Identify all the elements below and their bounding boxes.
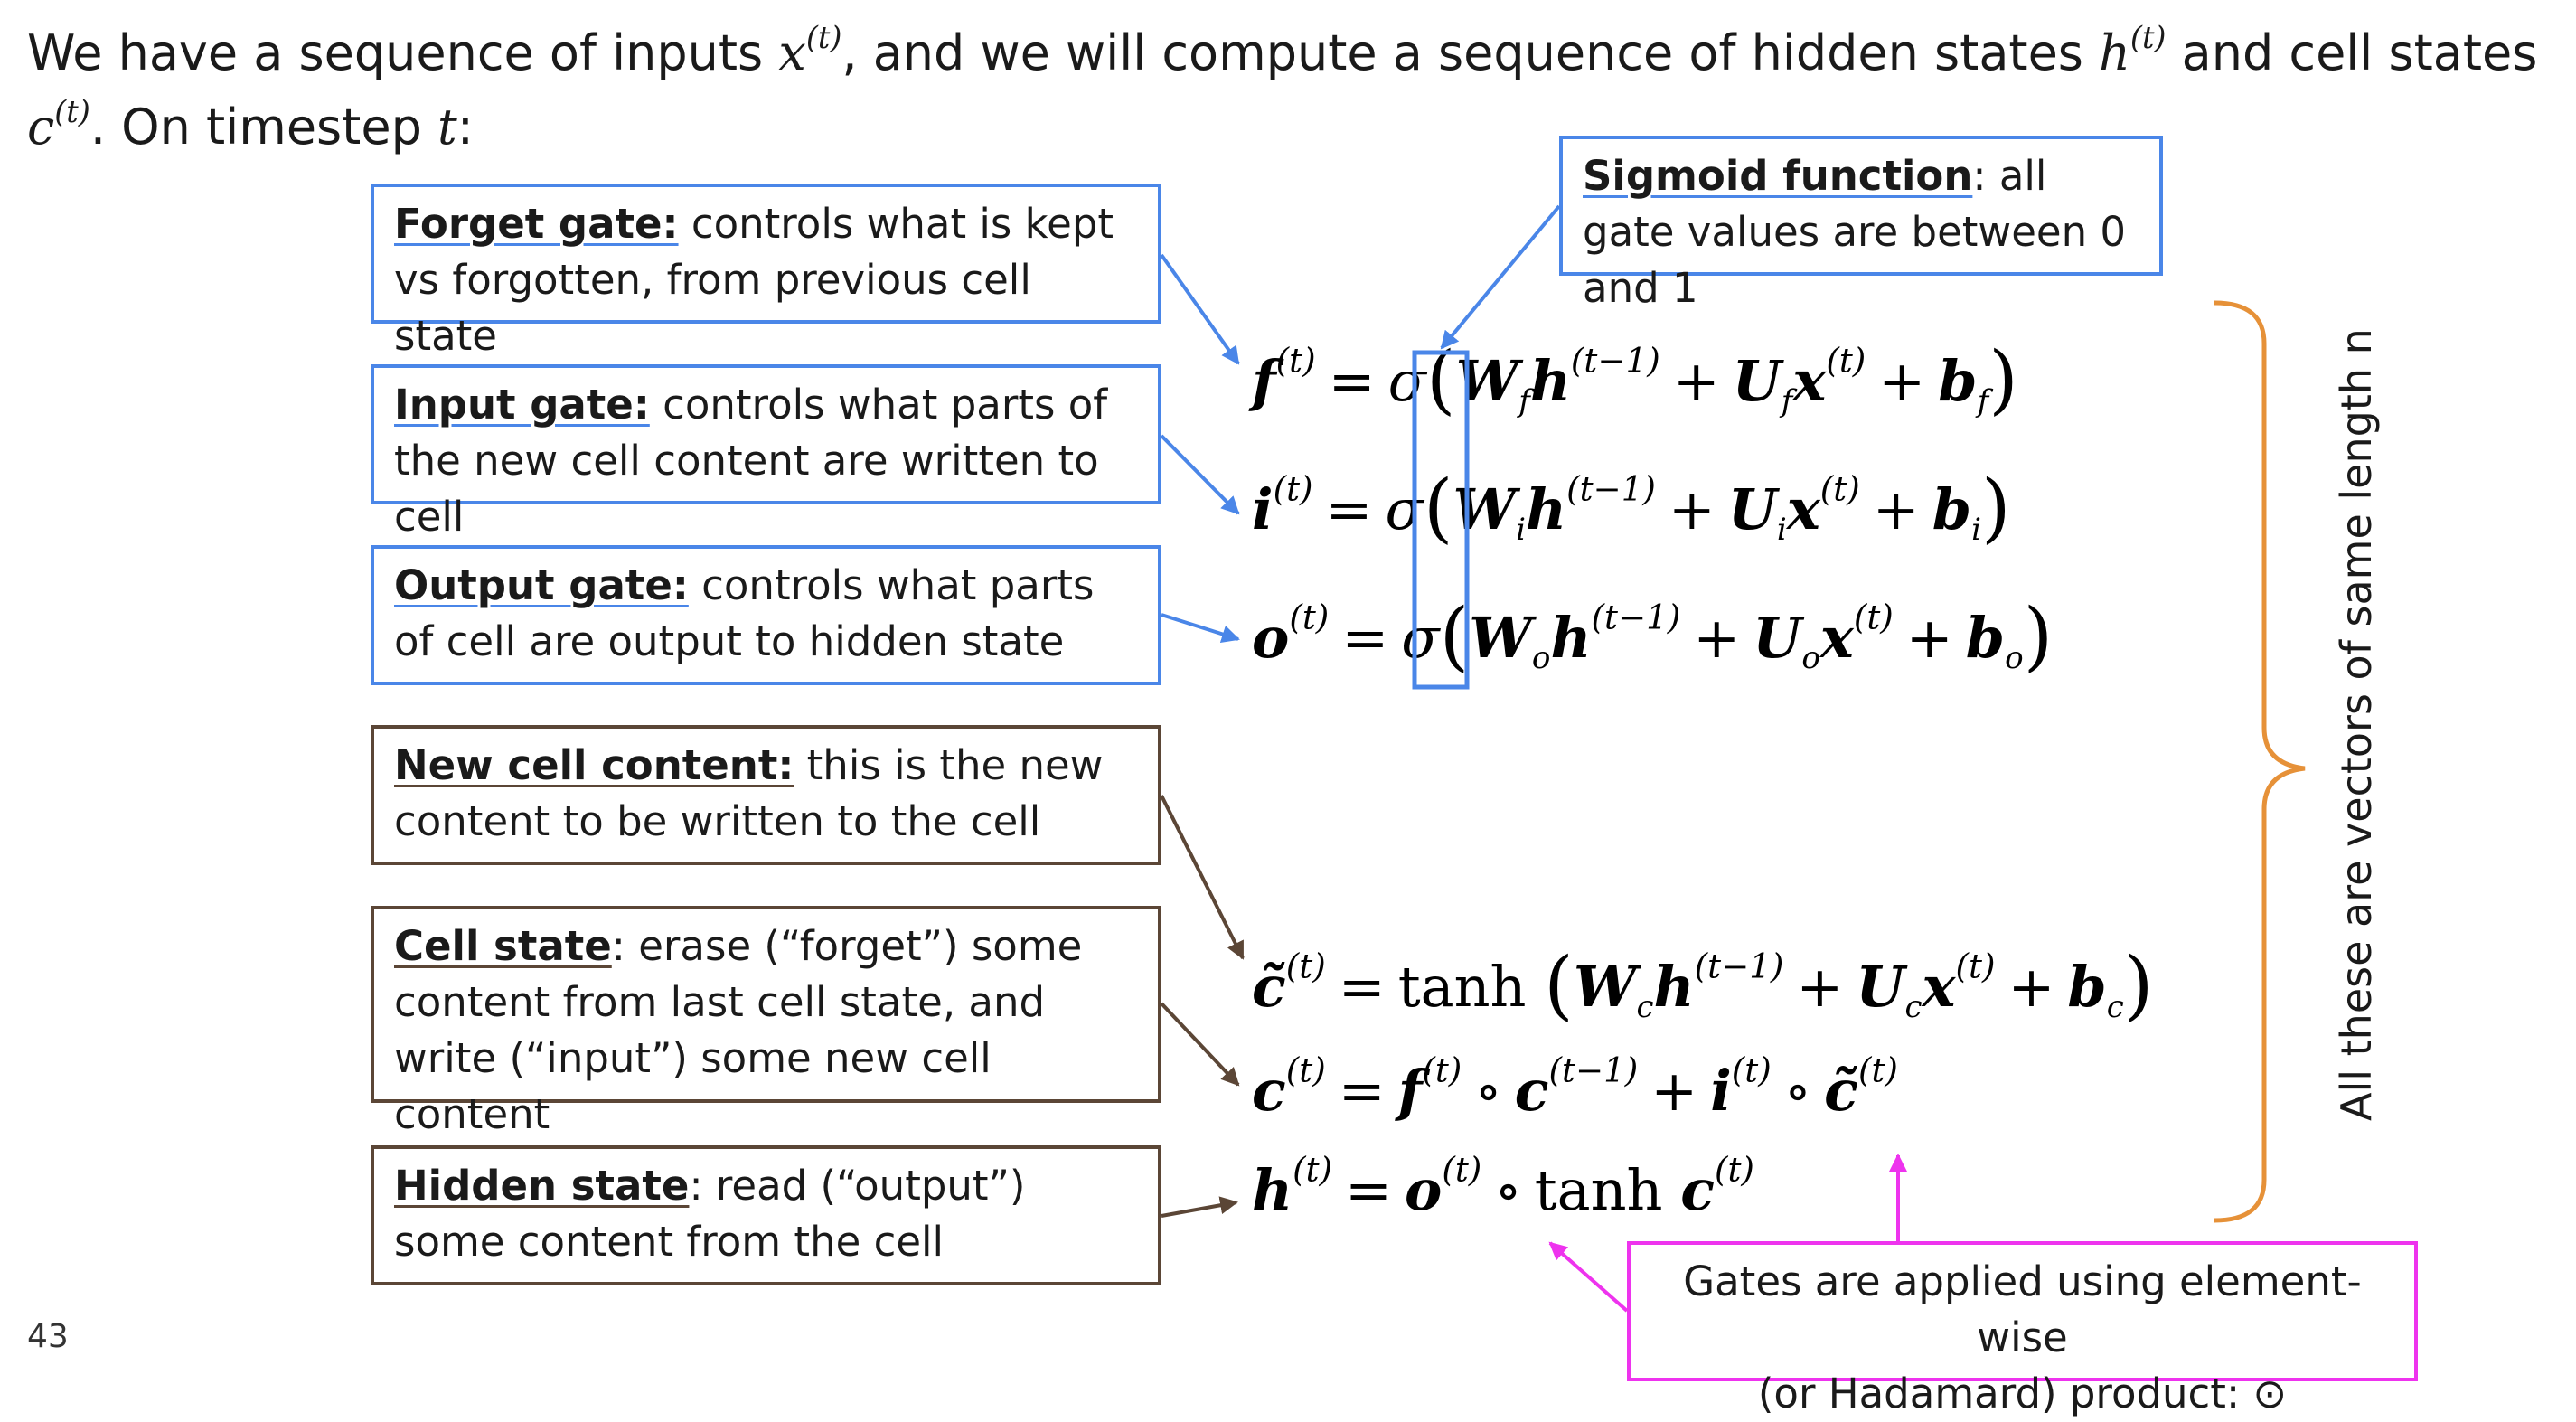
input-gate-box: Input gate: controls what parts of the n…	[371, 364, 1161, 541]
equation-forget-gate: f(t)=σ(Wfh(t−1)+Ufx(t)+bf)	[1252, 334, 2018, 424]
var-c: c	[27, 99, 55, 155]
new-cell-content-box: New cell content: this is the new conten…	[371, 725, 1161, 865]
sigmoid-highlight-box	[1412, 350, 1470, 690]
hidden-state-arrow	[1161, 1196, 1238, 1218]
intro-part: and cell states	[2166, 24, 2538, 81]
intro-part: :	[456, 99, 474, 155]
hidden-state-title: Hidden state	[394, 1162, 690, 1210]
vectors-brace	[2214, 300, 2306, 1223]
output-gate-text: controls what parts of cell are output t…	[394, 561, 1095, 665]
equation-cell-state: c(t)=f(t)∘c(t−1)+i(t)∘c̃(t)	[1252, 1050, 1898, 1124]
page-number: 43	[27, 1318, 69, 1355]
new-cell-arrow	[1160, 795, 1245, 960]
sigmoid-title: Sigmoid function	[1583, 152, 1973, 200]
equation-hidden-state: h(t)=o(t)∘tanh c(t)	[1252, 1149, 1754, 1223]
superscript-t: (t)	[54, 93, 90, 129]
sigmoid-text: : all gate values are between 0 and 1	[1583, 152, 2127, 312]
hadamard-arrow-left	[1548, 1241, 1629, 1313]
intro-part: . On timestep	[89, 99, 438, 155]
intro-part: We have a sequence of inputs	[27, 24, 779, 81]
hadamard-line-1: Gates are applied using element-wise	[1683, 1257, 2362, 1361]
input-gate-title: Input gate:	[394, 381, 650, 428]
input-gate-arrow	[1160, 434, 1240, 515]
output-gate-title: Output gate:	[394, 561, 689, 609]
superscript-t: (t)	[805, 19, 842, 55]
forget-gate-text: controls what is kept vs forgotten, from…	[394, 200, 1114, 360]
intro-part: , and we will compute a sequence of hidd…	[841, 24, 2100, 81]
equation-new-cell-content: c̃(t)=tanh (Wch(t−1)+Ucx(t)+bc)	[1252, 940, 2154, 1030]
vectors-side-label: All these are vectors of same length n	[2332, 328, 2381, 1121]
new-cell-title: New cell content:	[394, 741, 794, 789]
diagram-overlay	[1160, 204, 2306, 1313]
cell-state-arrow	[1160, 1002, 1240, 1087]
sigmoid-function-box: Sigmoid function: all gate values are be…	[1559, 136, 2163, 312]
var-x: x	[778, 24, 806, 81]
forget-gate-box: Forget gate: controls what is kept vs fo…	[371, 184, 1161, 360]
forget-gate-arrow	[1160, 253, 1240, 365]
superscript-t: (t)	[2129, 19, 2167, 55]
new-cell-text: this is the new content to be written to…	[394, 741, 1104, 845]
cell-state-title: Cell state	[394, 922, 612, 970]
cell-state-box: Cell state: erase (“forget”) some conten…	[371, 906, 1161, 1138]
intro-text: We have a sequence of inputs x(t), and w…	[27, 16, 2558, 165]
cell-state-text: : erase (“forget”) some content from las…	[394, 922, 1083, 1138]
var-t: t	[437, 99, 457, 155]
output-gate-arrow	[1161, 613, 1240, 644]
equation-output-gate: o(t)=σ(Woh(t−1)+Uox(t)+bo)	[1252, 591, 2054, 681]
output-gate-box: Output gate: controls what parts of cell…	[371, 545, 1161, 685]
input-gate-text: controls what parts of the new cell cont…	[394, 381, 1108, 541]
hidden-state-box: Hidden state: read (“output”) some conte…	[371, 1145, 1161, 1285]
var-h: h	[2099, 24, 2130, 81]
hidden-state-text: : read (“output”) some content from the …	[394, 1162, 1026, 1266]
equation-input-gate: i(t)=σ(Wih(t−1)+Uix(t)+bi)	[1252, 463, 2011, 552]
forget-gate-title: Forget gate:	[394, 200, 679, 248]
sigmoid-arrow	[1440, 204, 1561, 350]
